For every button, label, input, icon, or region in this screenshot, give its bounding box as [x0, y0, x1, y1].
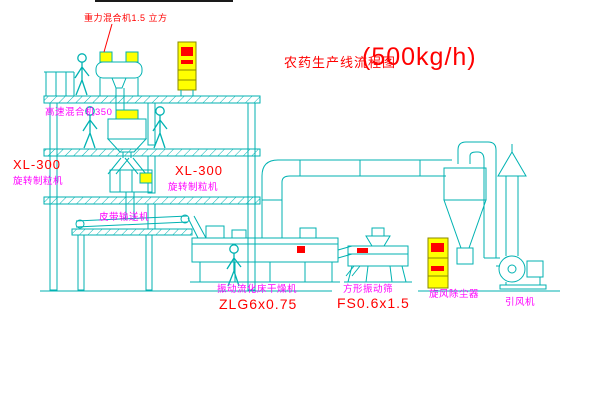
- diagram-capacity: (500kg/h): [362, 43, 477, 71]
- label-sieve-name: 方形振动筛: [343, 284, 394, 295]
- label-leader-line: [103, 23, 113, 53]
- label-granulator-left-name: 旋转制粒机: [13, 176, 64, 187]
- drawing-border-segment: [95, 0, 233, 2]
- granulator: [109, 169, 153, 220]
- label-granulator-right-model: XL-300: [175, 163, 223, 178]
- gravity-mixer: [95, 51, 143, 112]
- cyclone-separator: [443, 141, 497, 265]
- control-cabinet-lower: [427, 237, 449, 289]
- high-speed-mixer: [106, 109, 148, 175]
- label-gravity-mixer: 重力混合机1.5 立方: [84, 13, 168, 23]
- label-granulator-left-model: XL-300: [13, 157, 61, 172]
- line-art: [40, 23, 560, 292]
- belt-conveyor: [75, 214, 207, 239]
- control-cabinet-upper: [177, 41, 197, 96]
- label-sieve-model: FS0.6x1.5: [337, 295, 410, 311]
- label-cyclone: 旋风除尘器: [429, 289, 480, 300]
- draft-fan: [484, 144, 547, 290]
- label-high-speed-mixer: 高速混合机350: [45, 107, 113, 118]
- vibrating-sieve: [344, 227, 412, 283]
- building-structure: [40, 71, 560, 292]
- label-dryer-model: ZLG6x0.75: [219, 296, 298, 312]
- label-granulator-right-name: 旋转制粒机: [168, 182, 219, 193]
- diagram-title: 农药生产线流程图: [284, 55, 397, 70]
- fluid-bed-dryer: [190, 159, 452, 283]
- label-dryer-name: 振动流化床干燥机: [217, 284, 298, 295]
- label-belt-conveyor: 皮带输送机: [99, 212, 150, 223]
- label-fan: 引风机: [505, 297, 536, 308]
